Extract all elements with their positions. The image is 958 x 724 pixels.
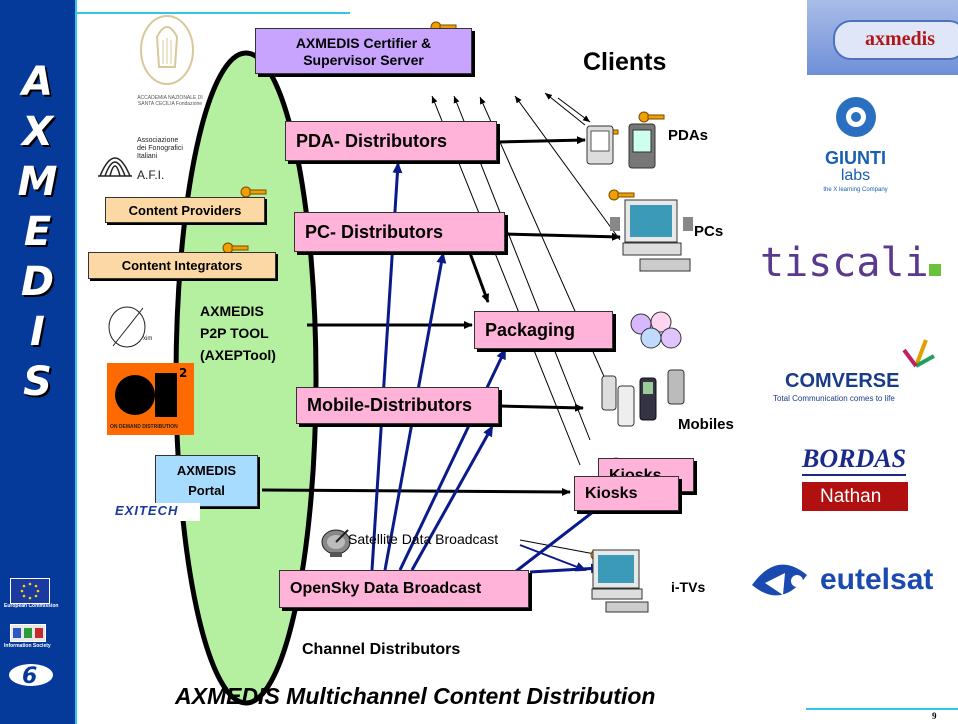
arrow-pda (496, 136, 586, 145)
pc-distributors-box[interactable]: PC- Distributors (294, 212, 505, 252)
slide-title: AXMEDIS Multichannel Content Distributio… (175, 683, 656, 709)
clients-heading: Clients (583, 48, 667, 76)
content-providers-box[interactable]: Content Providers (105, 197, 265, 223)
axmedis-logo: axmedis (807, 0, 958, 75)
fp6-logo-icon: 6 (6, 660, 56, 690)
brand-letter-i: I (30, 309, 45, 355)
bottom-accent-line (806, 708, 958, 710)
feedback-line-6 (557, 97, 591, 123)
svg-text:2: 2 (179, 366, 187, 380)
od2-logo-icon: 2 (107, 363, 194, 435)
svg-text:6: 6 (22, 664, 37, 689)
server-label-line2: Supervisor Server (303, 52, 424, 68)
brand-letter-e: E (23, 209, 52, 255)
brand-letter-m: M (17, 159, 58, 205)
giunti-swirl-icon (834, 95, 878, 139)
brand-letter-s: S (23, 359, 52, 405)
axmedis-logo-text: axmedis (833, 20, 958, 60)
arrow-pc (504, 232, 621, 241)
eutelsat-emblem-icon (747, 555, 817, 611)
blue-arrow-mobile (410, 425, 494, 571)
afi-small-label: Associazione dei Fonografici Italiani (137, 137, 183, 160)
blue-arrow-packaging (398, 348, 507, 571)
bordas-logo: BORDAS (802, 444, 907, 476)
bar-edge-line (75, 0, 77, 724)
channel-distributors-label: Channel Distributors (302, 641, 461, 658)
axmedis-portal-box[interactable]: AXMEDIS Portal (155, 455, 258, 507)
exitech-logo: EXITECH (115, 503, 200, 521)
tiscali-logo: tiscali (760, 240, 929, 286)
mobiles-label: Mobiles (678, 416, 734, 433)
portal-line2: Portal (188, 483, 225, 498)
server-label-line1: AXMEDIS Certifier & (295, 35, 432, 51)
arrow-mobile (499, 403, 584, 412)
page-number: 9 (932, 711, 937, 721)
itv-pc-icon (578, 545, 653, 617)
xim-logo-icon (105, 302, 155, 352)
comverse-logo: COMVERSE (785, 370, 900, 392)
pdas-label: PDAs (668, 127, 709, 144)
satellite-dish-icon (318, 522, 358, 558)
p2p-line3: (AXEPTool) (200, 347, 276, 363)
comverse-star-icon (896, 336, 936, 372)
cd-packages-icon (626, 310, 686, 352)
xim-label: xim (143, 336, 153, 342)
ist-logo-icon (10, 624, 46, 642)
key-icon (608, 189, 635, 201)
ist-label: Information Society (4, 643, 51, 649)
kiosks-box[interactable]: Kiosks (574, 476, 679, 511)
arrow-kiosks (261, 487, 571, 496)
key-icon (222, 242, 249, 254)
brand-letter-x: X (22, 109, 53, 155)
od2-tag: ON DEMAND DISTRIBUTION (110, 424, 178, 430)
mobile-distributors-box[interactable]: Mobile-Distributors (296, 387, 499, 424)
key-icon (638, 111, 665, 123)
eu-flag-icon (10, 578, 50, 604)
pcs-label: PCs (694, 223, 724, 240)
key-icon (240, 186, 267, 198)
accademia-label: ACCADEMIA NAZIONALE DI SANTA CECILIA Fon… (137, 95, 203, 107)
mobile-phones-icon (590, 368, 700, 443)
p2p-line1: AXMEDIS (200, 303, 264, 319)
portal-line1: AXMEDIS (176, 463, 237, 478)
satellite-label: Satellite Data Broadcast (348, 531, 499, 547)
blue-arrow-itv (529, 563, 602, 574)
itvs-label: i-TVs (671, 579, 706, 595)
eutelsat-logo: eutelsat (820, 563, 934, 596)
giunti-tagline: the X learning Company (823, 187, 888, 193)
giunti-labs: labs (840, 167, 871, 184)
eu-commission-label: European Commission (4, 603, 59, 609)
giunti-name: GIUNTI (825, 148, 886, 168)
arrow-pc-packaging (468, 252, 490, 303)
blue-arrow-kiosks (514, 503, 604, 574)
tiscali-dot-icon (929, 264, 941, 276)
feedback-line-7 (519, 539, 601, 556)
blue-arrow-itv-2 (519, 544, 587, 572)
content-integrators-box[interactable]: Content Integrators (88, 252, 276, 279)
p2p-tool-label: AXMEDIS P2P TOOL (AXEPTool) (200, 300, 276, 366)
pda-devices-icon (583, 118, 663, 173)
left-brand-bar: A X M E D I S European Commission Inform… (0, 0, 75, 724)
top-accent-line (75, 12, 350, 14)
opensky-box[interactable]: OpenSky Data Broadcast (279, 570, 529, 608)
p2p-line2: P2P TOOL (200, 325, 269, 341)
certifier-server-box[interactable]: AXMEDIS Certifier & Supervisor Server (255, 28, 472, 74)
comverse-tagline: Total Communication comes to life (773, 394, 895, 403)
packaging-box[interactable]: Packaging (474, 311, 613, 349)
accademia-seal-icon (137, 12, 197, 87)
nathan-logo: Nathan (802, 482, 908, 511)
pda-distributors-box[interactable]: PDA- Distributors (285, 121, 497, 161)
afi-logo-icon (96, 140, 134, 180)
feedback-line-5 (544, 92, 586, 126)
pc-icon (605, 195, 700, 280)
brand-letter-d: D (20, 259, 55, 305)
feedback-line-4 (514, 95, 621, 241)
brand-letter-a: A (22, 59, 53, 105)
afi-label: A.F.I. (137, 168, 165, 182)
